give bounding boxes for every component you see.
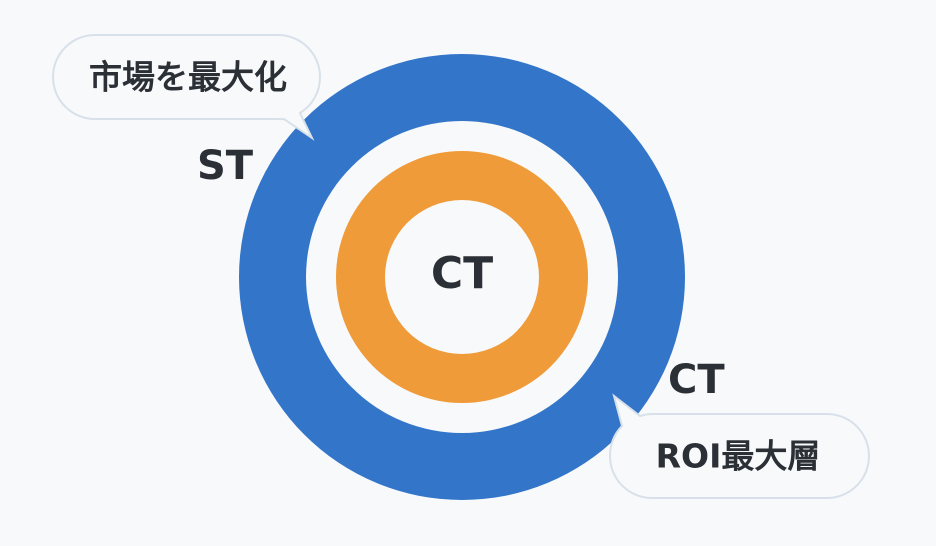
center-core	[385, 200, 539, 354]
callout-bottom-right-text: ROI最大層	[655, 436, 821, 476]
callout-top-left-bubble	[51, 34, 322, 141]
outer-ring-secondary-label: CT	[668, 357, 725, 403]
center-label: CT	[430, 248, 494, 299]
callout-top-left	[51, 34, 322, 141]
outer-ring-label: ST	[197, 143, 254, 189]
callout-bottom-right	[608, 393, 871, 499]
callout-top-left-text: 市場を最大化	[89, 57, 287, 97]
callout-bottom-right-bubble	[608, 393, 871, 499]
